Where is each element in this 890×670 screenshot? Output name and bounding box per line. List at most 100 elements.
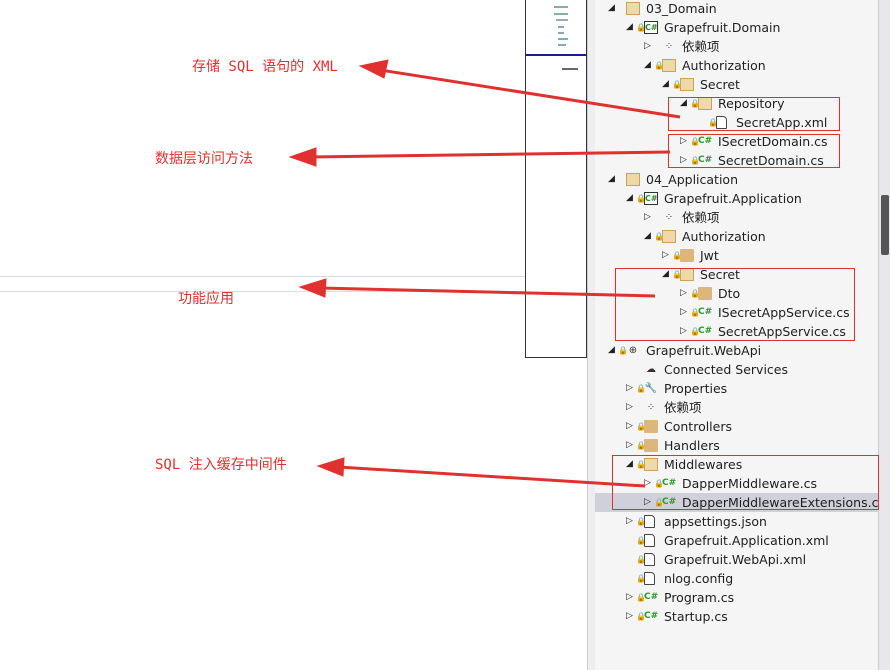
collapsed-arrow-icon[interactable]: ▷ bbox=[644, 478, 651, 488]
tree-item[interactable]: ▷🔒C#ISecretDomain.cs bbox=[595, 132, 878, 151]
lock-icon: 🔒 bbox=[636, 384, 646, 393]
expanded-arrow-icon[interactable]: ◢ bbox=[644, 60, 651, 70]
lock-icon: 🔒 bbox=[636, 574, 646, 583]
lock-icon: 🔒 bbox=[636, 23, 646, 32]
tree-item[interactable]: ◢🔒Authorization bbox=[595, 227, 878, 246]
expanded-arrow-icon[interactable]: ◢ bbox=[608, 345, 615, 355]
lock-icon: 🔒 bbox=[636, 593, 646, 602]
tree-item[interactable]: ▷⁘依赖项 bbox=[595, 208, 878, 227]
tree-item[interactable]: ▷🔒C#SecretAppService.cs bbox=[595, 322, 878, 341]
code-editor[interactable] bbox=[0, 0, 526, 670]
tree-item-label: ISecretAppService.cs bbox=[718, 305, 850, 320]
collapsed-arrow-icon[interactable]: ▷ bbox=[644, 212, 651, 222]
tree-item[interactable]: ◢🔒⊕Grapefruit.WebApi bbox=[595, 341, 878, 360]
tree-item-label: Grapefruit.Application bbox=[664, 191, 802, 206]
tree-item[interactable]: ◢🔒Middlewares bbox=[595, 455, 878, 474]
tree-item[interactable]: ◢03_Domain bbox=[595, 0, 878, 18]
tree-item-label: 依赖项 bbox=[664, 400, 702, 415]
lock-icon: 🔒 bbox=[708, 118, 718, 127]
tree-item[interactable]: ☁Connected Services bbox=[595, 360, 878, 379]
tree-item-label: Grapefruit.WebApi bbox=[646, 343, 762, 358]
tree-item[interactable]: ◢🔒Secret bbox=[595, 75, 878, 94]
tree-item-label: Repository bbox=[718, 96, 785, 111]
tree-item[interactable]: ▷🔒Handlers bbox=[595, 436, 878, 455]
tree-item[interactable]: 🔒Grapefruit.WebApi.xml bbox=[595, 550, 878, 569]
tree-item[interactable]: ▷🔒C#Startup.cs bbox=[595, 607, 878, 626]
deps-icon: ⁘ bbox=[646, 402, 656, 413]
collapsed-arrow-icon[interactable]: ▷ bbox=[626, 611, 633, 621]
tree-item-label: Startup.cs bbox=[664, 609, 728, 624]
collapsed-arrow-icon[interactable]: ▷ bbox=[680, 307, 687, 317]
vertical-scrollbar[interactable] bbox=[878, 0, 890, 670]
collapsed-arrow-icon[interactable]: ▷ bbox=[626, 440, 633, 450]
folder-icon bbox=[680, 249, 694, 262]
tree-item[interactable]: ◢🔒 Repository bbox=[595, 94, 878, 113]
expanded-arrow-icon[interactable]: ◢ bbox=[608, 174, 615, 184]
tree-item[interactable]: ▷ ⁘ 依赖项 bbox=[595, 398, 878, 417]
collapsed-arrow-icon[interactable]: ▷ bbox=[680, 155, 687, 165]
config-icon bbox=[644, 572, 655, 585]
tree-item-label: 依赖项 bbox=[682, 39, 720, 54]
lock-icon: 🔒 bbox=[636, 612, 646, 621]
expanded-arrow-icon[interactable]: ◢ bbox=[680, 98, 687, 108]
collapsed-arrow-icon[interactable]: ▷ bbox=[626, 402, 633, 412]
tree-item[interactable]: ▷🔒Dto bbox=[595, 284, 878, 303]
arrow-line bbox=[309, 150, 671, 159]
lock-icon: 🔒 bbox=[636, 536, 646, 545]
lock-icon: 🔒 bbox=[636, 555, 646, 564]
scrollbar-thumb[interactable] bbox=[881, 195, 889, 255]
collapsed-arrow-icon[interactable]: ▷ bbox=[662, 250, 669, 260]
cs-icon: C# bbox=[644, 592, 659, 602]
tree-item[interactable]: ▷🔒C#Program.cs bbox=[595, 588, 878, 607]
expanded-arrow-icon[interactable]: ◢ bbox=[644, 231, 651, 241]
collapsed-arrow-icon[interactable]: ▷ bbox=[626, 421, 633, 431]
collapsed-arrow-icon[interactable]: ▷ bbox=[626, 516, 633, 526]
expanded-arrow-icon[interactable]: ◢ bbox=[662, 269, 669, 279]
collapsed-arrow-icon[interactable]: ▷ bbox=[626, 592, 633, 602]
tree-item[interactable]: 🔒nlog.config bbox=[595, 569, 878, 588]
folder-open-icon bbox=[662, 230, 676, 243]
editor-divider bbox=[0, 291, 526, 292]
lock-icon: 🔒 bbox=[636, 460, 646, 469]
tree-item[interactable]: 🔒Grapefruit.Application.xml bbox=[595, 531, 878, 550]
tree-item[interactable]: ▷🔒C#ISecretAppService.cs bbox=[595, 303, 878, 322]
collapsed-arrow-icon[interactable]: ▷ bbox=[680, 288, 687, 298]
tree-item[interactable]: ◢🔒Authorization bbox=[595, 56, 878, 75]
tree-item-label: Grapefruit.Domain bbox=[664, 20, 781, 35]
tree-item[interactable]: 🔒SecretApp.xml bbox=[595, 113, 878, 132]
tree-item[interactable]: ▷🔒Jwt bbox=[595, 246, 878, 265]
expanded-arrow-icon[interactable]: ◢ bbox=[626, 22, 633, 32]
collapsed-arrow-icon[interactable]: ▷ bbox=[680, 136, 687, 146]
panel-splitter[interactable] bbox=[587, 0, 595, 670]
tree-item[interactable]: ▷🔒Controllers bbox=[595, 417, 878, 436]
tree-item-label: DapperMiddlewareExtensions.cs bbox=[682, 495, 885, 510]
tree-item[interactable]: ▷🔒C#DapperMiddleware.cs bbox=[595, 474, 878, 493]
collapsed-arrow-icon[interactable]: ▷ bbox=[626, 383, 633, 393]
expanded-arrow-icon[interactable]: ◢ bbox=[626, 459, 633, 469]
arrowhead bbox=[298, 278, 327, 298]
lock-icon: 🔒 bbox=[690, 289, 700, 298]
cs-icon: C# bbox=[662, 497, 677, 507]
collapsed-arrow-icon[interactable]: ▷ bbox=[644, 497, 651, 507]
tree-item[interactable]: ◢🔒C#Grapefruit.Domain bbox=[595, 18, 878, 37]
tree-item[interactable]: ▷🔒🔧Properties bbox=[595, 379, 878, 398]
tree-item[interactable]: ▷🔒C#DapperMiddlewareExtensions.cs bbox=[595, 493, 885, 512]
lock-icon: 🔒 bbox=[690, 99, 700, 108]
lock-icon: 🔒 bbox=[690, 327, 700, 336]
lock-icon: 🔒 bbox=[636, 194, 646, 203]
lock-icon: 🔒 bbox=[618, 346, 628, 355]
expanded-arrow-icon[interactable]: ◢ bbox=[608, 3, 615, 13]
tree-item[interactable]: ◢04_Application bbox=[595, 170, 878, 189]
collapsed-arrow-icon[interactable]: ▷ bbox=[644, 41, 651, 51]
tree-item[interactable]: ◢🔒C#Grapefruit.Application bbox=[595, 189, 878, 208]
tree-item[interactable]: ▷⁘依赖项 bbox=[595, 37, 878, 56]
expanded-arrow-icon[interactable]: ◢ bbox=[662, 79, 669, 89]
tree-item-label: Jwt bbox=[700, 248, 719, 263]
collapsed-arrow-icon[interactable]: ▷ bbox=[680, 326, 687, 336]
tree-item[interactable]: ▷🔒C#SecretDomain.cs bbox=[595, 151, 878, 170]
code-minimap[interactable] bbox=[525, 0, 587, 358]
expanded-arrow-icon[interactable]: ◢ bbox=[626, 193, 633, 203]
tree-item-label: SecretDomain.cs bbox=[718, 153, 824, 168]
tree-item[interactable]: ▷🔒appsettings.json bbox=[595, 512, 878, 531]
tree-item-label: Secret bbox=[700, 267, 740, 282]
